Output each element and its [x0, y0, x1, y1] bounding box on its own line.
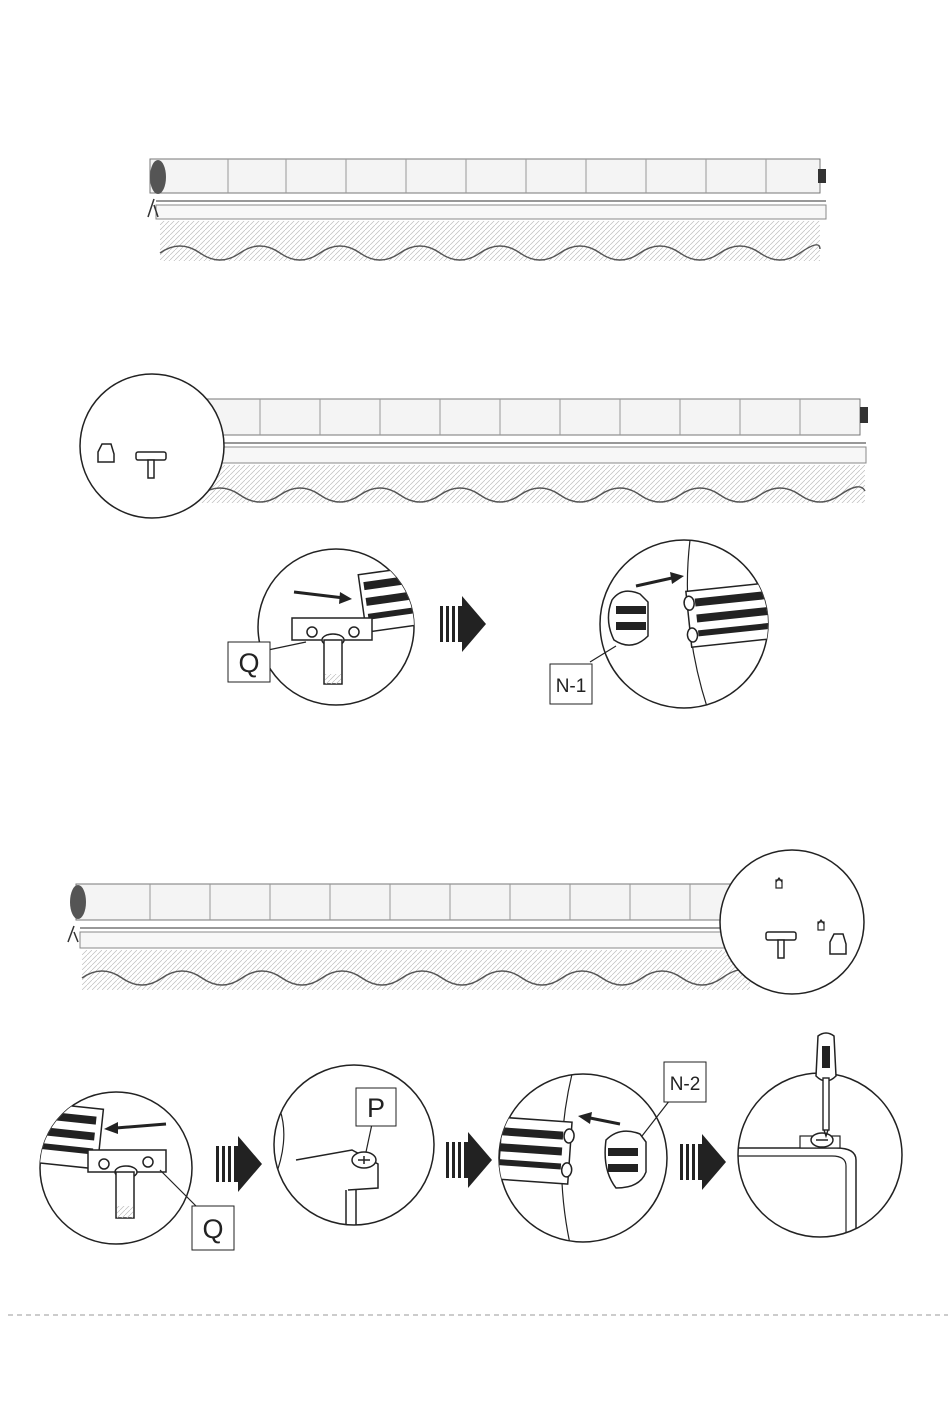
screw-p-icon: [811, 1133, 833, 1147]
detail-circle-bracket-q-bottom: [28, 1092, 192, 1244]
parts-detail-circle-right: [720, 850, 864, 994]
detail-circle-bracket-q-top: [258, 549, 450, 705]
svg-text:N-2: N-2: [670, 1074, 701, 1095]
screw-p-icon: [352, 1152, 376, 1168]
label-q-top: Q: [228, 642, 270, 682]
awning-roll-icon: [184, 399, 868, 503]
svg-text:P: P: [367, 1093, 385, 1123]
detail-circle-screwdriver: [736, 1073, 902, 1252]
awning-roll-icon: [68, 884, 752, 990]
svg-text:N-1: N-1: [556, 676, 587, 697]
arrow-right-icon: [680, 1134, 726, 1190]
detail-circle-end-cap-n1: [600, 540, 775, 710]
svg-text:Q: Q: [202, 1214, 223, 1244]
svg-text:Q: Q: [238, 648, 259, 678]
awning-roll-icon: [148, 159, 826, 261]
label-n2: N-2: [664, 1062, 706, 1102]
label-q-bottom: Q: [192, 1206, 234, 1250]
arrow-right-icon: [216, 1136, 262, 1192]
end-cap-icon: [605, 1131, 646, 1188]
detail-circle-end-cap-n2: [498, 1074, 667, 1244]
arrow-right-icon: [440, 596, 486, 652]
end-cap-icon: [98, 444, 114, 462]
parts-detail-circle: [80, 374, 224, 518]
end-cap-icon: [830, 934, 846, 954]
label-n1: N-1: [550, 664, 592, 704]
arrow-right-icon: [446, 1132, 492, 1188]
end-cap-icon: [608, 591, 648, 645]
label-p: P: [356, 1088, 396, 1126]
detail-circle-screw-p: [274, 1065, 434, 1230]
